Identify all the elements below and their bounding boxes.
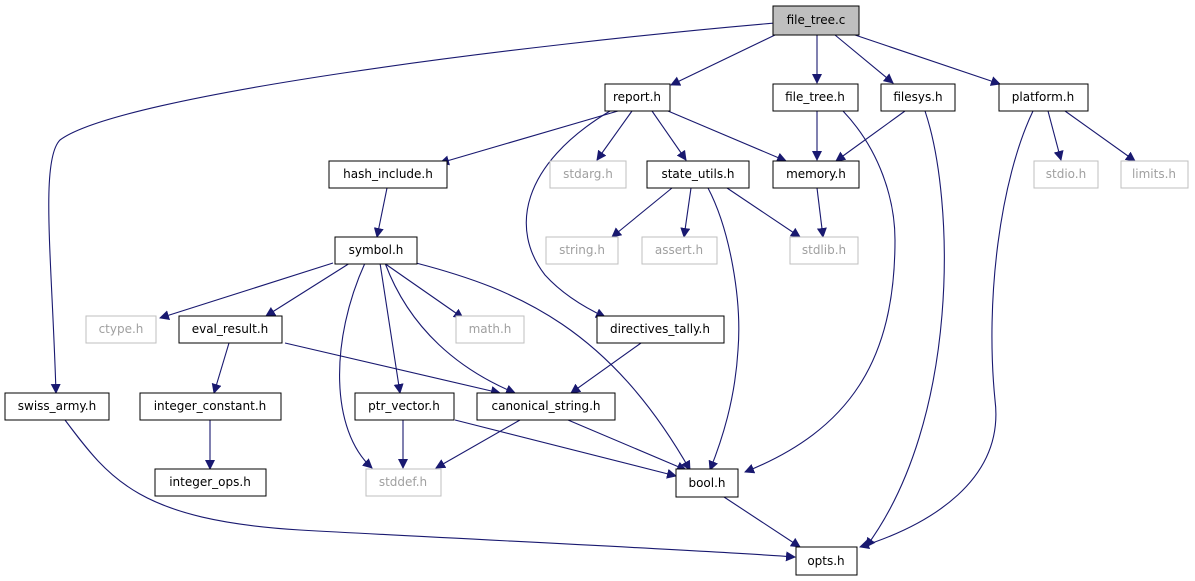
edges (48, 22, 1136, 562)
node-file_tree_h[interactable]: file_tree.h (772, 83, 859, 112)
edge-filesys_h-opts_h (865, 110, 945, 548)
edge-eval_result_h-canonical_string_h (284, 342, 501, 396)
edge-file_tree_c-report_h (670, 34, 776, 86)
edge-report_h-memory_h (667, 110, 787, 163)
node-stddef_h[interactable]: stddef.h (365, 468, 442, 497)
edge-file_tree_c-filesys_h (834, 34, 894, 84)
node-label: file_tree.c (787, 13, 846, 27)
edge-symbol_h-ctype_h (159, 262, 334, 321)
edge-bool_h-opts_h (723, 496, 801, 548)
edge-report_h-directives_tally_h (525, 110, 611, 318)
node-symbol_h[interactable]: symbol.h (334, 236, 418, 265)
node-label: integer_constant.h (154, 399, 267, 413)
node-canonical_string_h[interactable]: canonical_string.h (476, 392, 616, 421)
node-label: swiss_army.h (18, 399, 96, 413)
edge-platform_h-limits_h (1064, 110, 1136, 162)
node-stdarg_h[interactable]: stdarg.h (549, 160, 627, 189)
edge-symbol_h-ptr_vector_h (379, 262, 404, 394)
node-state_utils_h[interactable]: state_utils.h (646, 160, 750, 189)
node-label: state_utils.h (661, 167, 734, 181)
edge-file_tree_c-platform_h (854, 34, 1001, 86)
node-filesys_h[interactable]: filesys.h (880, 83, 956, 112)
node-opts_h[interactable]: opts.h (795, 546, 858, 576)
edge-state_utils_h-stdlib_h (726, 187, 801, 238)
node-label: platform.h (1012, 90, 1074, 104)
node-label: stdarg.h (563, 167, 613, 181)
node-label: math.h (469, 322, 512, 336)
node-label: integer_ops.h (169, 475, 251, 489)
node-report_h[interactable]: report.h (604, 83, 671, 112)
node-limits_h[interactable]: limits.h (1120, 160, 1189, 189)
node-bool_h[interactable]: bool.h (675, 468, 739, 498)
node-ptr_vector_h[interactable]: ptr_vector.h (354, 392, 455, 421)
node-label: opts.h (807, 554, 844, 568)
node-label: filesys.h (893, 90, 942, 104)
node-stdlib_h[interactable]: stdlib.h (789, 236, 859, 265)
node-label: canonical_string.h (492, 399, 601, 413)
node-label: hash_include.h (343, 167, 433, 181)
node-math_h[interactable]: math.h (455, 315, 525, 344)
node-hash_include_h[interactable]: hash_include.h (328, 160, 448, 189)
node-label: eval_result.h (192, 322, 269, 336)
edge-symbol_h-math_h (383, 262, 464, 319)
node-stdio_h[interactable]: stdio.h (1033, 160, 1099, 189)
edge-ptr_vector_h-bool_h (454, 419, 677, 479)
edge-hash_include_h-symbol_h (373, 187, 388, 238)
node-directives_tally_h[interactable]: directives_tally.h (596, 315, 725, 344)
edge-symbol_h-stddef_h (339, 262, 373, 469)
edge-memory_h-stdlib_h (816, 187, 827, 238)
node-memory_h[interactable]: memory.h (772, 160, 860, 189)
node-swiss_army_h[interactable]: swiss_army.h (4, 392, 110, 421)
node-label: symbol.h (349, 243, 404, 257)
node-ctype_h[interactable]: ctype.h (85, 315, 157, 344)
node-assert_h[interactable]: assert.h (641, 236, 718, 265)
node-label: string.h (559, 243, 605, 257)
edge-report_h-stdarg_h (596, 110, 633, 161)
edge-report_h-state_utils_h (651, 110, 687, 161)
edge-swiss_army_h-opts_h (64, 419, 796, 562)
node-eval_result_h[interactable]: eval_result.h (178, 315, 283, 344)
node-label: report.h (613, 90, 661, 104)
edge-file_tree_h-bool_h (744, 110, 896, 474)
node-label: stddef.h (379, 475, 427, 489)
node-label: directives_tally.h (610, 322, 710, 336)
edge-canonical_string_h-bool_h (567, 419, 687, 472)
node-label: file_tree.h (785, 90, 845, 104)
node-platform_h[interactable]: platform.h (998, 83, 1089, 112)
edge-platform_h-stdio_h (1047, 110, 1064, 161)
edge-symbol_h-eval_result_h (265, 262, 351, 317)
edge-platform_h-opts_h (859, 110, 1034, 550)
edge-file_tree_c-swiss_army_h (48, 22, 776, 394)
edge-eval_result_h-integer_constant_h (211, 342, 230, 394)
edge-state_utils_h-string_h (611, 187, 673, 238)
node-integer_constant_h[interactable]: integer_constant.h (139, 392, 282, 421)
edge-state_utils_h-bool_h (707, 187, 740, 471)
edge-canonical_string_h-stddef_h (435, 419, 521, 469)
edge-report_h-hash_include_h (439, 110, 619, 166)
node-label: bool.h (688, 476, 725, 490)
node-string_h[interactable]: string.h (545, 236, 619, 265)
node-label: ctype.h (99, 322, 144, 336)
node-label: memory.h (786, 167, 846, 181)
node-label: ptr_vector.h (368, 399, 440, 413)
node-label: assert.h (655, 243, 703, 257)
node-integer_ops_h[interactable]: integer_ops.h (154, 468, 267, 497)
edge-symbol_h-bool_h (415, 262, 691, 471)
node-label: limits.h (1132, 167, 1176, 181)
edge-symbol_h-canonical_string_h (384, 262, 516, 395)
edge-state_utils_h-assert_h (680, 187, 692, 238)
edge-filesys_h-memory_h (835, 110, 906, 162)
edge-directives_tally_h-canonical_string_h (570, 342, 642, 394)
nodes: file_tree.c report.h file_tree.h filesys… (4, 5, 1189, 576)
node-file_tree_c[interactable]: file_tree.c (772, 5, 860, 36)
node-label: stdlib.h (802, 243, 846, 257)
node-label: stdio.h (1046, 167, 1086, 181)
